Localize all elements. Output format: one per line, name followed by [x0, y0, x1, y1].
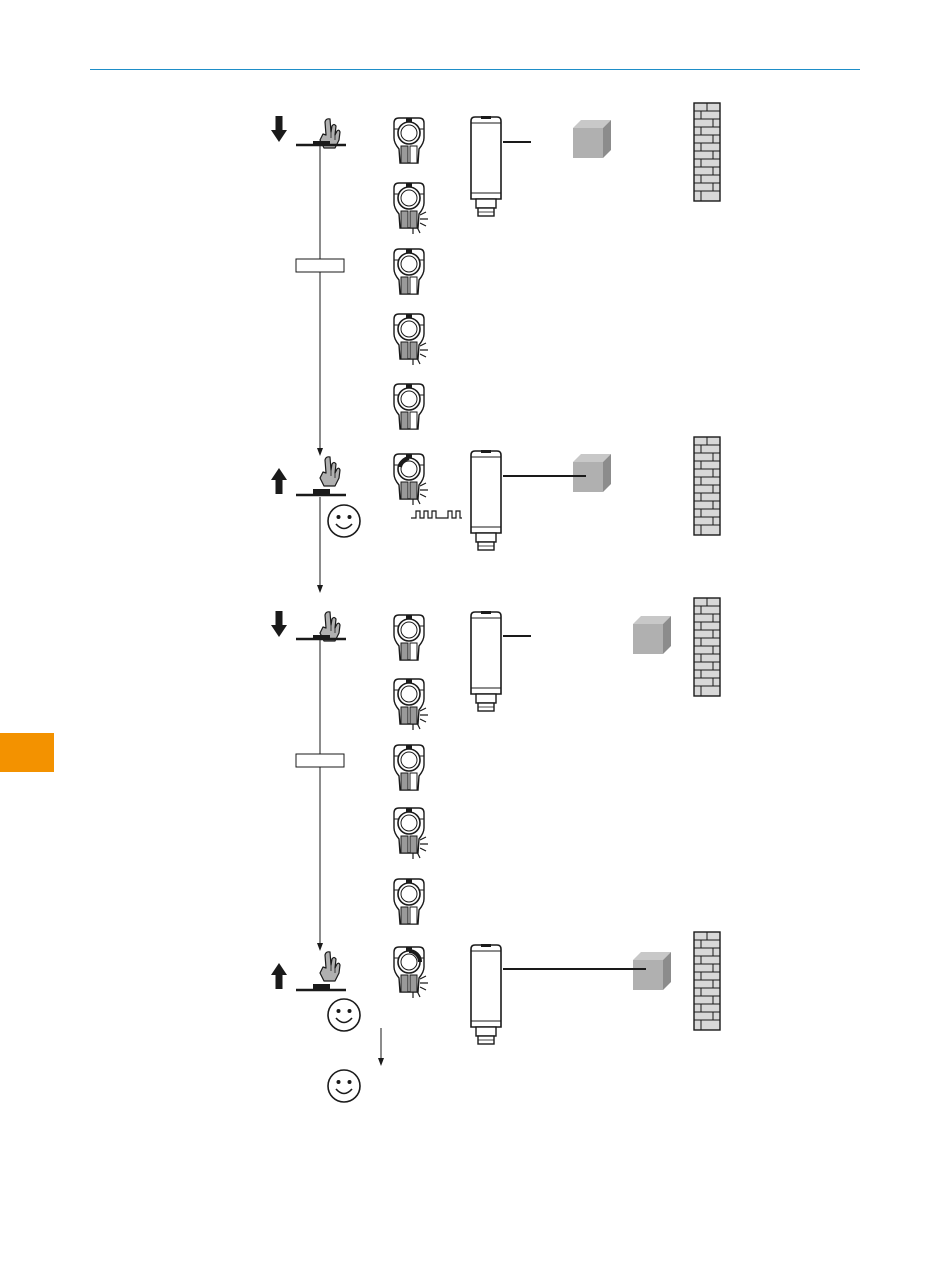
smiley-icon [328, 999, 360, 1031]
brick-wall-icon [694, 598, 720, 696]
sensor-dial-icon [394, 615, 424, 660]
timeline-arrowhead [317, 943, 323, 951]
timer-box-icon [296, 259, 344, 272]
timer-box-icon [296, 754, 344, 767]
push-button-icon [296, 489, 346, 495]
sensor-dial-icon [394, 384, 424, 429]
sensor-dial-icon [394, 118, 424, 163]
pointing-hand-icon [320, 457, 340, 486]
arrow-down-icon [271, 611, 287, 637]
smiley-icon [328, 505, 360, 537]
blinking-led-icon [394, 314, 428, 365]
arrow-up-icon [271, 963, 287, 989]
arrow-down-icon [271, 116, 287, 142]
push-button-icon [296, 984, 346, 990]
arrow-up-icon [271, 468, 287, 494]
sensor-body-icon [471, 944, 501, 1044]
stage-3 [271, 598, 720, 951]
stage-1 [271, 103, 720, 456]
timeline-arrowhead [317, 585, 323, 593]
object-cube-icon [573, 454, 611, 492]
brick-wall-icon [694, 103, 720, 201]
sensor-body-icon [471, 116, 501, 216]
stage-4 [271, 932, 720, 1102]
pulse-signal-icon [411, 511, 462, 518]
blinking-led-icon [394, 454, 428, 505]
blinking-led-icon [394, 808, 428, 859]
sensor-body-icon [471, 450, 501, 550]
blinking-led-icon [394, 947, 428, 998]
brick-wall-icon [694, 932, 720, 1030]
timeline-arrowhead [317, 448, 323, 456]
object-cube-icon [633, 616, 671, 654]
pointing-hand-icon [320, 952, 340, 981]
brick-wall-icon [694, 437, 720, 535]
object-cube-icon [633, 952, 671, 990]
stage-2 [271, 437, 720, 593]
sensor-dial-icon [394, 249, 424, 294]
blinking-led-icon [394, 183, 428, 234]
blinking-led-icon [394, 679, 428, 730]
sensor-dial-icon [394, 745, 424, 790]
final-smiley-icon [328, 1070, 360, 1102]
sensor-body-icon [471, 611, 501, 711]
push-button-icon [296, 635, 346, 639]
object-cube-icon [573, 120, 611, 158]
sensor-dial-icon [394, 879, 424, 924]
